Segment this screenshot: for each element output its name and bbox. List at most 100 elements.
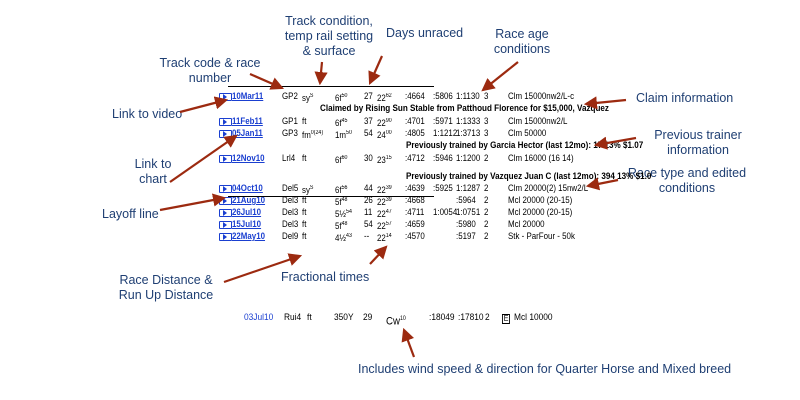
cell-age: 2: [484, 230, 488, 242]
cell-f1-value: 23: [377, 155, 386, 165]
cell-age: 2: [484, 218, 488, 230]
cell-cond-superscript: S: [309, 185, 314, 191]
cell-f1-value: 22: [377, 185, 386, 195]
callout-previous-trainer: Previous trainer information: [643, 128, 753, 158]
video-icon[interactable]: [219, 221, 232, 229]
cell-final-value: 1:0751: [456, 207, 481, 217]
cell-age-value: 2: [484, 231, 489, 241]
race-date-link[interactable]: 22May10: [232, 231, 266, 241]
cell-f3: :5806: [433, 90, 453, 102]
qh-wind-speed: 10: [399, 316, 406, 322]
arrow-link-to-chart: [169, 134, 238, 183]
cell-track: Del3: [282, 194, 298, 206]
cell-age: 3: [484, 127, 488, 139]
cell-dist-value: 5f: [335, 221, 342, 231]
video-icon[interactable]: [219, 209, 232, 217]
cell-age: 2: [484, 182, 488, 194]
cell-cond-superscript: S: [309, 93, 314, 99]
cell-f2-value: :4805: [405, 128, 425, 138]
cell-f1-superscript: 57: [385, 221, 392, 227]
cell-f2-value: :4711: [405, 207, 425, 217]
cell-type: Clm 20000(2) 15nw2/L: [508, 182, 588, 194]
race-date-link[interactable]: 10Mar11: [232, 91, 264, 101]
cell-type: Clm 50000: [508, 127, 546, 139]
race-date-link[interactable]: 05Jan11: [232, 128, 263, 138]
video-icon[interactable]: [219, 185, 232, 193]
callout-race-type: Race type and edited conditions: [622, 166, 752, 196]
cell-dist-superscript: 56: [341, 185, 348, 191]
quarter-horse-row: 03Jul10 Rui4 ft 350Y 29 Cw10 :18049 :178…: [0, 312, 800, 328]
cell-cond-value: sy: [302, 185, 310, 195]
race-date-link[interactable]: 21Aug10: [232, 195, 266, 205]
cell-age-value: 3: [484, 128, 489, 138]
callout-track-condition: Track condition, temp rail setting & sur…: [274, 14, 384, 59]
callout-race-type-line2: conditions: [658, 181, 716, 195]
cell-track-value: GP1: [282, 116, 298, 126]
cell-age-value: 2: [484, 219, 489, 229]
race-date-link[interactable]: 11Feb11: [232, 116, 263, 126]
cell-f3-value: 1:1212: [433, 128, 458, 138]
cell-f2: :4659: [405, 218, 425, 230]
qh-wind-dir: Cw: [386, 315, 400, 328]
arrow-track-code: [249, 72, 285, 90]
cell-type-value: Mcl 20000 (20-15): [508, 207, 573, 217]
cell-days: 30: [364, 152, 373, 164]
cell-f1-superscript: 39: [385, 185, 392, 191]
cell-cond: ft: [302, 206, 306, 218]
cell-type: Clm 16000 (16 14): [508, 152, 574, 164]
cell-cond-value: ft: [302, 231, 307, 241]
cell-age-value: 2: [484, 153, 489, 163]
cell-dist-superscript: 50: [341, 93, 348, 99]
cell-f3-value: :5806: [433, 91, 453, 101]
qh-days: 29: [363, 312, 373, 323]
cell-f2: :4712: [405, 152, 425, 164]
race-date-link[interactable]: 26Jul10: [232, 207, 262, 217]
cell-dist-superscript: 48: [341, 197, 348, 203]
cell-f1-superscript: 47: [385, 209, 392, 215]
callout-days-unraced: Days unraced: [386, 26, 464, 40]
race-date-link[interactable]: 12Nov10: [232, 153, 265, 163]
cell-dist-superscript: 43: [346, 233, 352, 239]
video-icon[interactable]: [219, 118, 232, 126]
cell-f1-superscript: 39: [385, 197, 392, 203]
video-icon[interactable]: [219, 155, 232, 163]
video-icon[interactable]: [219, 233, 232, 241]
arrow-fractional-times: [369, 245, 388, 265]
cell-final: 1:1130: [456, 90, 480, 102]
cell-days-value: 37: [364, 116, 373, 126]
cell-f2: :4711: [405, 206, 424, 218]
cell-cond: ft: [302, 230, 306, 242]
cell-track: GP3: [282, 127, 298, 139]
cell-track: Del3: [282, 218, 298, 230]
callout-link-to-chart-line2: chart: [139, 172, 167, 186]
cell-days-value: --: [364, 231, 370, 241]
qh-chart-icon[interactable]: E: [502, 314, 511, 324]
race-date-link[interactable]: 04Oct10: [232, 183, 263, 193]
cell-track-value: GP3: [282, 128, 298, 138]
cell-cond: syS: [302, 90, 313, 104]
cell-f2: :4664: [405, 90, 425, 102]
cell-dist: 5f48: [335, 218, 347, 232]
cell-track-value: GP2: [282, 91, 298, 101]
cell-final-value: 1:1130: [456, 91, 480, 101]
cell-final-value: 1:3713: [456, 128, 481, 138]
arrow-layoff-line: [159, 193, 227, 212]
cell-cond: ft: [302, 152, 306, 164]
cell-f1-value: 22: [377, 197, 386, 207]
cell-type-value: Clm 20000(2) 15nw2/L: [508, 183, 589, 193]
arrow-wind: [401, 327, 416, 358]
cell-track-value: Del9: [282, 231, 299, 241]
cell-age-value: 2: [484, 195, 489, 205]
cell-days-value: 26: [364, 195, 373, 205]
cell-f2-value: :4570: [405, 231, 425, 241]
qh-date[interactable]: 03Jul10: [244, 312, 274, 323]
race-date-link[interactable]: 15Jul10: [232, 219, 262, 229]
callout-track-code-line1: Track code & race: [159, 56, 261, 70]
cell-type-value: Mcl 20000 (20-15): [508, 195, 573, 205]
callout-wind: Includes wind speed & direction for Quar…: [358, 362, 732, 376]
callout-race-age-line2: conditions: [493, 42, 551, 56]
